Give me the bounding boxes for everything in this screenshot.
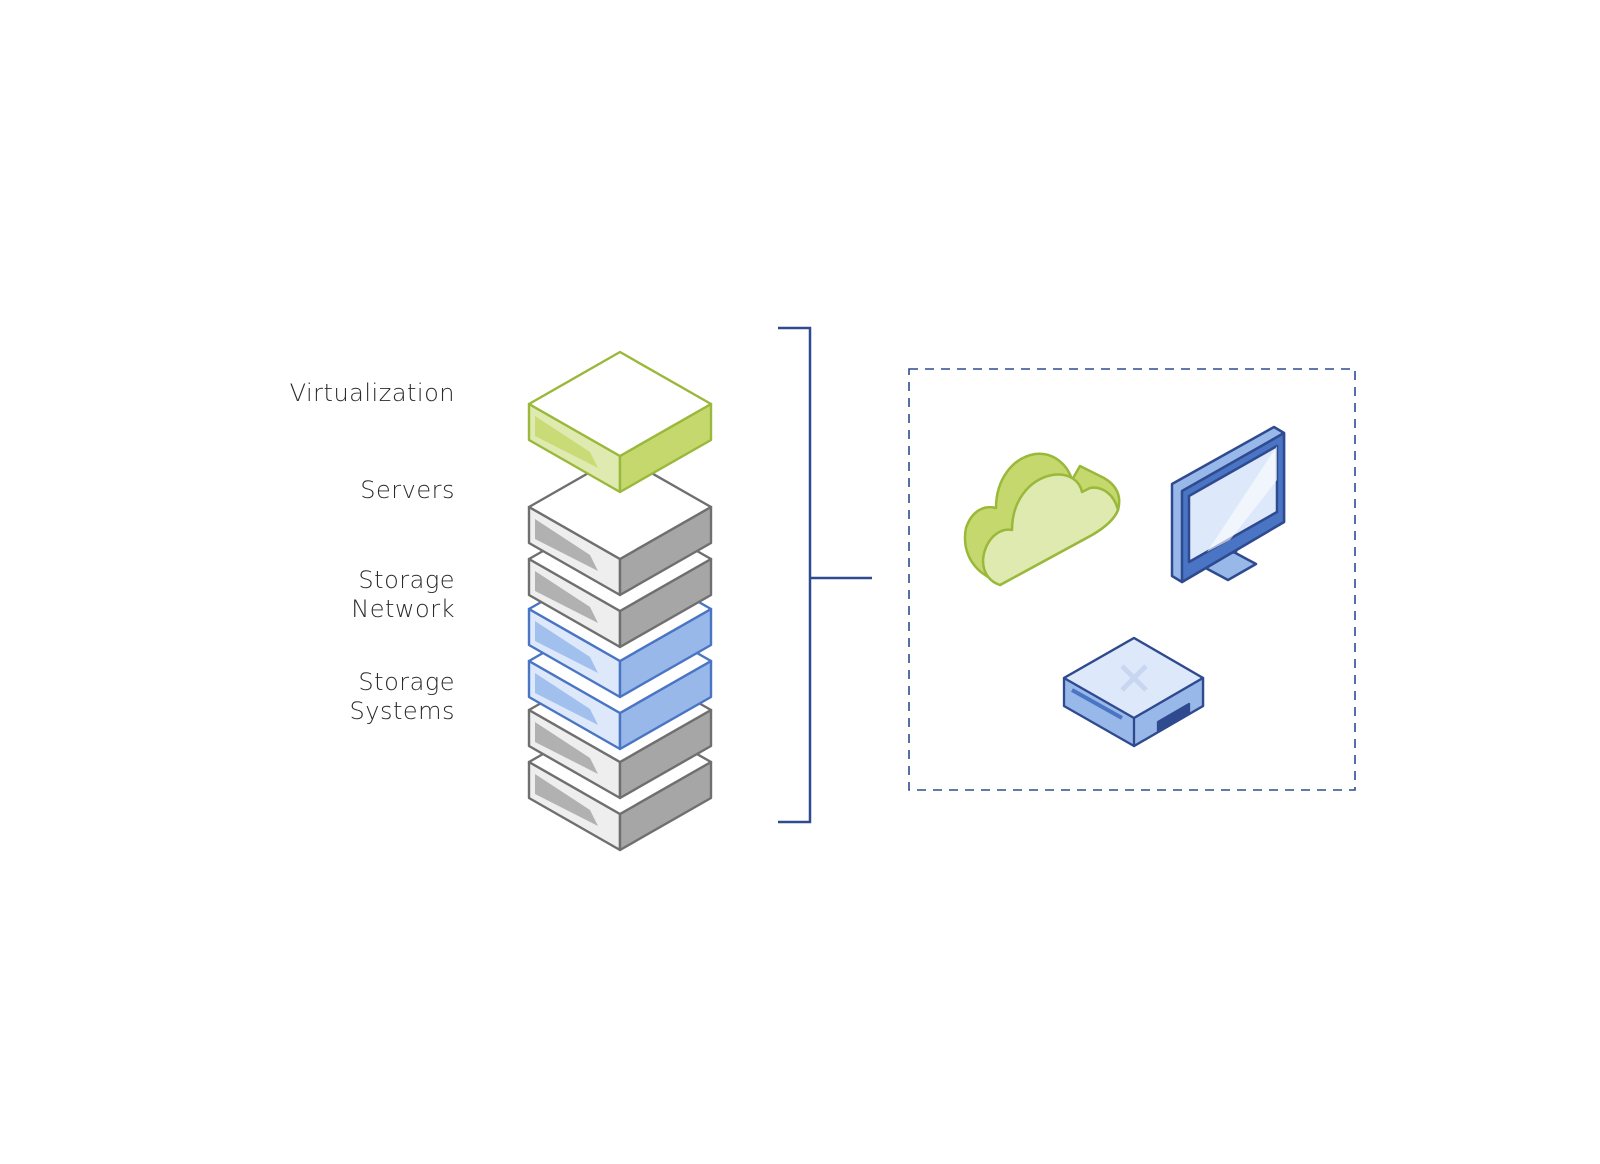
layer-label-line: Servers	[360, 476, 455, 504]
layer-label-line: Storage	[358, 668, 455, 696]
layer-label-storage-systems: Storage Systems	[350, 668, 456, 726]
monitor-icon	[1170, 425, 1286, 584]
layer-face-detail	[535, 519, 598, 571]
layer-label-servers: Servers	[360, 476, 455, 505]
layer-label-line: Systems	[349, 697, 455, 725]
virtualization-layer	[527, 350, 713, 494]
layer-label-storage-network: Storage Network	[351, 566, 455, 624]
layer-face-detail	[535, 673, 598, 725]
layer-face-detail	[535, 416, 598, 468]
layer-label-line: Network	[351, 595, 455, 623]
target-environment-box	[908, 368, 1356, 791]
layer-face-detail	[535, 774, 598, 826]
server-layer	[527, 453, 713, 597]
layer-label-line: Storage	[358, 566, 455, 594]
layer-label-virtualization: Virtualization	[290, 379, 455, 408]
server-appliance-icon	[1062, 636, 1205, 748]
layer-face-detail	[535, 722, 598, 774]
layer-label-line: Virtualization	[289, 379, 455, 407]
layer-face-detail	[535, 571, 598, 623]
cloud-icon	[963, 452, 1121, 587]
bracket-connector	[778, 326, 872, 824]
layer-face-detail	[535, 621, 598, 673]
infrastructure-stack	[527, 350, 713, 852]
layer-top-face	[527, 350, 713, 458]
